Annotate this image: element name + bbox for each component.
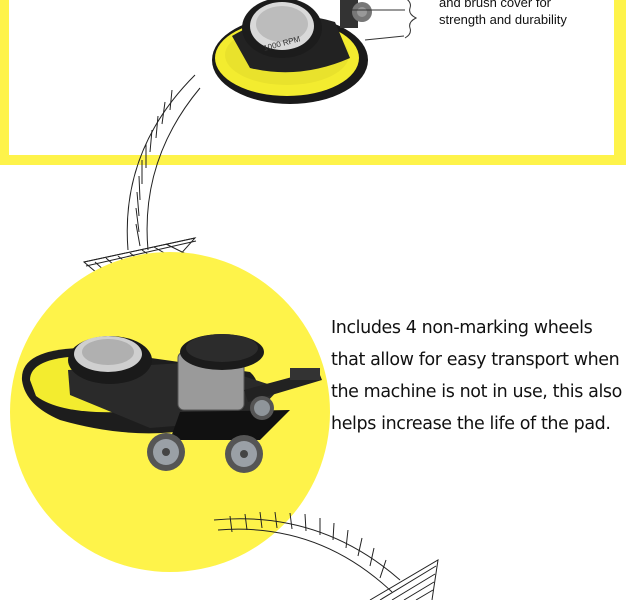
floor-machine-wheels bbox=[21, 334, 322, 473]
sketch-arrow-2 bbox=[213, 511, 439, 600]
feature-line: helps increase the life of the pad. bbox=[331, 414, 611, 434]
top-callout-text: and brush cover for strength and durabil… bbox=[439, 0, 567, 28]
callout-line: strength and durability bbox=[439, 12, 567, 27]
feature-line: the machine is not in use, this also bbox=[331, 382, 622, 402]
callout-line: and brush cover for bbox=[439, 0, 552, 10]
feature-line: Includes 4 non-marking wheels bbox=[331, 318, 593, 338]
top-floor-machine: 1000 RPM bbox=[212, 0, 372, 104]
callout-bracket bbox=[350, 0, 418, 41]
feature-line: that allow for easy transport when bbox=[331, 350, 620, 370]
wheels-feature-text: Includes 4 non-marking wheels that allow… bbox=[331, 312, 622, 440]
